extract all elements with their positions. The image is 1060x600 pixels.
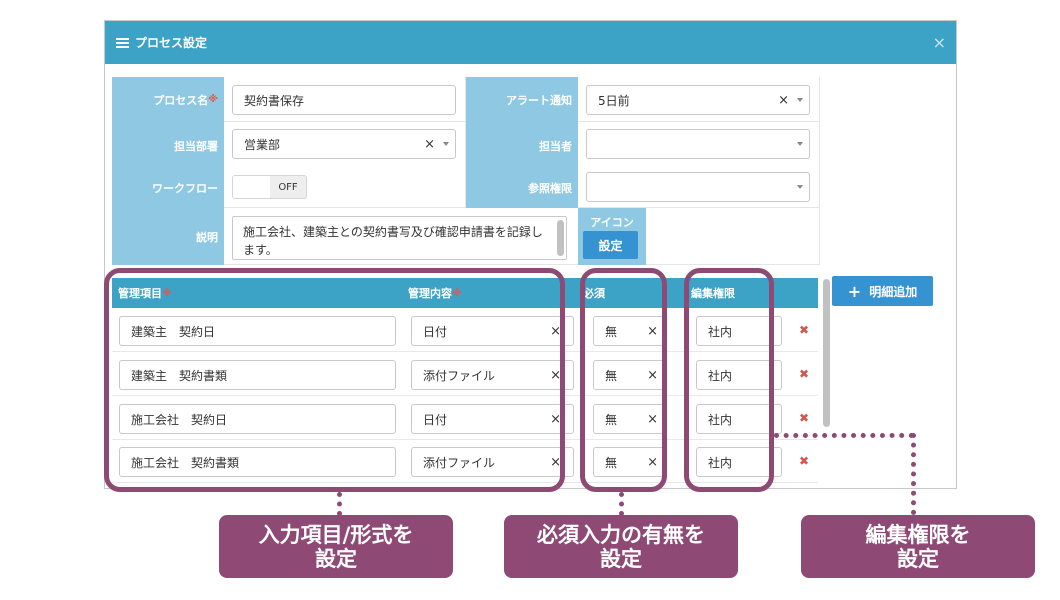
delete-row-icon[interactable]: ✖	[799, 454, 810, 468]
row-divider	[112, 351, 818, 352]
header-content: 管理内容※	[402, 278, 577, 308]
item-required-select[interactable]: 無×	[593, 404, 665, 434]
item-name-input[interactable]: 建築主 契約日	[119, 316, 396, 346]
item-edit-perm-select[interactable]: 社内	[696, 316, 782, 346]
dept-select[interactable]: 営業部 ×	[232, 129, 456, 159]
clear-icon[interactable]: ×	[778, 93, 789, 108]
header-edit-perm: 編集権限	[685, 278, 793, 308]
clear-icon[interactable]: ×	[550, 455, 561, 470]
view-perm-label: 参照権限	[528, 182, 572, 195]
callout-edit-perm: 編集権限を設定	[801, 515, 1035, 578]
icon-label: アイコン	[590, 216, 634, 229]
header-required: 必須	[577, 278, 685, 308]
row-divider	[112, 395, 818, 396]
plus-icon: +	[847, 281, 862, 301]
add-row-button[interactable]: +明細追加	[832, 276, 933, 306]
dept-label: 担当部署	[174, 140, 218, 153]
chevron-down-icon	[797, 185, 803, 189]
person-select[interactable]	[586, 129, 810, 159]
item-name-input[interactable]: 施工会社 契約書類	[119, 447, 396, 477]
close-icon[interactable]: ×	[932, 33, 946, 52]
dept-workflow-label-block: 担当部署 ワークフロー	[112, 122, 224, 208]
row-divider	[112, 439, 818, 440]
item-required-select[interactable]: 無×	[593, 360, 665, 390]
item-content-select[interactable]: 添付ファイル×	[411, 447, 574, 477]
chevron-down-icon	[797, 142, 803, 146]
connector-required	[619, 492, 625, 516]
clear-icon[interactable]: ×	[550, 412, 561, 427]
item-edit-perm-select[interactable]: 社内	[696, 404, 782, 434]
chevron-down-icon	[797, 98, 803, 102]
person-label: 担当者	[539, 140, 572, 153]
chevron-down-icon	[443, 142, 449, 146]
item-edit-perm-select[interactable]: 社内	[696, 447, 782, 477]
clear-icon[interactable]: ×	[424, 137, 435, 152]
item-content-select[interactable]: 日付×	[411, 316, 574, 346]
item-edit-perm-select[interactable]: 社内	[696, 360, 782, 390]
connector-items	[337, 492, 343, 516]
item-name-input[interactable]: 施工会社 契約日	[119, 404, 396, 434]
workflow-toggle[interactable]: OFF	[232, 175, 307, 199]
textarea-scrollbar[interactable]	[557, 220, 564, 256]
item-name-input[interactable]: 建築主 契約書類	[119, 360, 396, 390]
alert-label: アラート通知	[466, 77, 578, 122]
item-content-select[interactable]: 添付ファイル×	[411, 360, 574, 390]
workflow-label: ワークフロー	[152, 182, 218, 195]
callout-input-items: 入力項目/形式を設定	[219, 515, 453, 578]
view-perm-select[interactable]	[586, 172, 810, 202]
clear-icon[interactable]: ×	[647, 324, 658, 339]
table-scrollbar[interactable]	[823, 279, 830, 427]
modal-title: プロセス設定	[135, 36, 208, 50]
delete-row-icon[interactable]: ✖	[799, 323, 810, 337]
desc-textarea[interactable]: 施工会社、建築主との契約書写及び確認申請書を記録します。	[232, 216, 567, 260]
header-action	[793, 278, 818, 308]
row-divider	[112, 482, 818, 483]
delete-row-icon[interactable]: ✖	[799, 367, 810, 381]
desc-label: 説明	[112, 208, 224, 265]
clear-icon[interactable]: ×	[550, 368, 561, 383]
delete-row-icon[interactable]: ✖	[799, 411, 810, 425]
clear-icon[interactable]: ×	[647, 412, 658, 427]
clear-icon[interactable]: ×	[647, 368, 658, 383]
clear-icon[interactable]: ×	[550, 324, 561, 339]
person-view-label-block: 担当者 参照権限	[466, 122, 578, 208]
icon-settings-button[interactable]: 設定	[583, 231, 638, 259]
clear-icon[interactable]: ×	[647, 455, 658, 470]
process-name-input[interactable]: 契約書保存	[232, 85, 456, 115]
item-required-select[interactable]: 無×	[593, 447, 665, 477]
item-content-select[interactable]: 日付×	[411, 404, 574, 434]
connector-edit-v	[911, 433, 917, 515]
modal-header: プロセス設定 ×	[105, 21, 956, 64]
callout-required: 必須入力の有無を設定	[504, 515, 738, 578]
process-settings-modal: プロセス設定 × プロセス名※ 契約書保存 アラート通知 5日前 × 担当部署 …	[104, 20, 957, 489]
header-item: 管理項目※	[112, 278, 402, 308]
process-name-label: プロセス名※	[112, 77, 224, 122]
list-icon	[116, 37, 129, 48]
item-required-select[interactable]: 無×	[593, 316, 665, 346]
connector-edit-h	[774, 433, 914, 439]
alert-select[interactable]: 5日前 ×	[586, 85, 810, 115]
